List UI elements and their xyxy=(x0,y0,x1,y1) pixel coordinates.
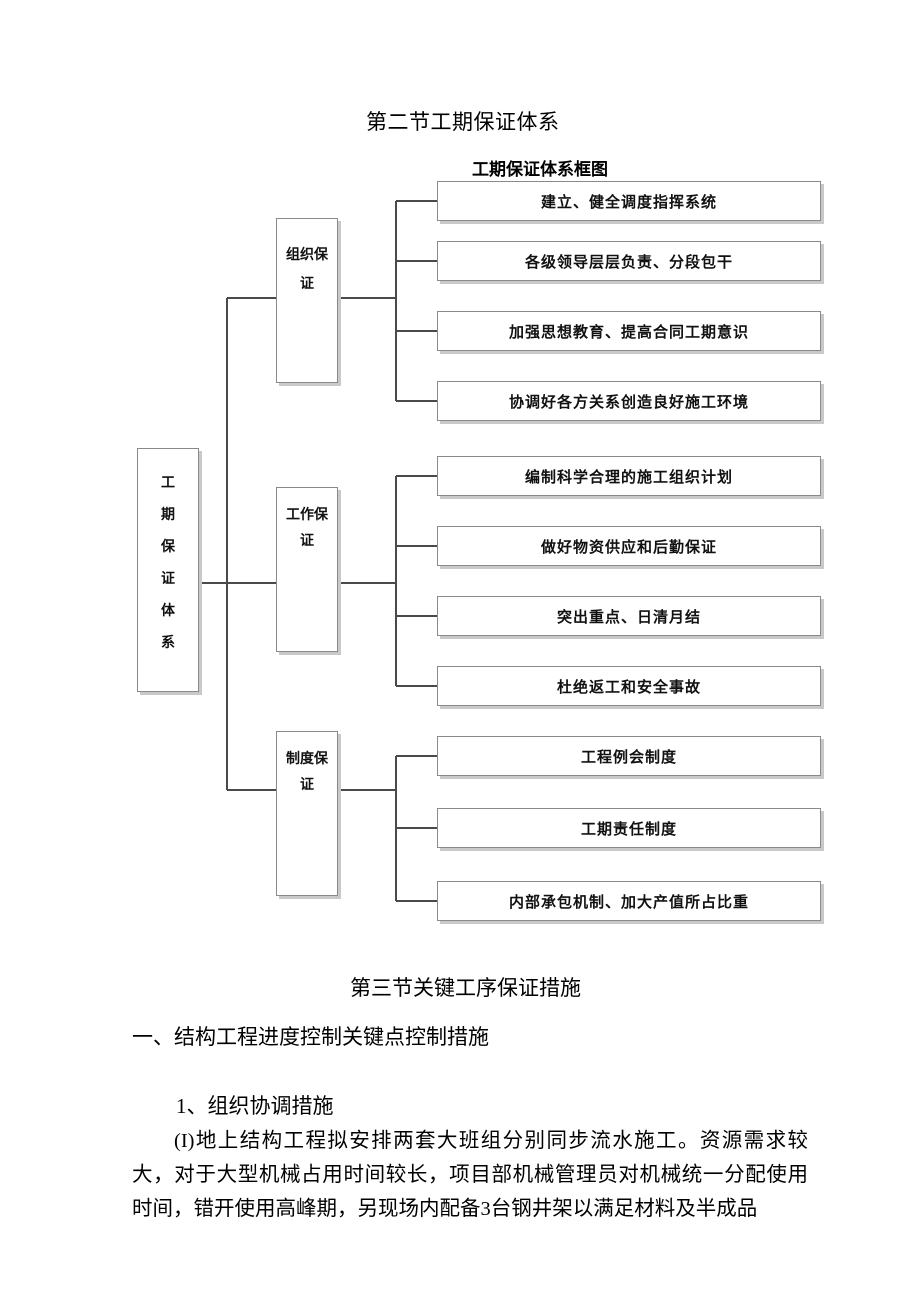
diagram-leaf-node[interactable]: 杜绝返工和安全事故 xyxy=(437,666,821,706)
diagram-leaf-node[interactable]: 编制科学合理的施工组织计划 xyxy=(437,456,821,496)
diagram-leaf-label: 协调好各方关系创造良好施工环境 xyxy=(508,392,749,411)
diagram-leaf-node[interactable]: 加强思想教育、提高合同工期意识 xyxy=(437,311,821,351)
diagram-leaf-label: 工程例会制度 xyxy=(580,747,677,766)
heading-level-2: 1、组织协调措施 xyxy=(176,1094,334,1118)
diagram-leaf-label: 建立、健全调度指挥系统 xyxy=(540,192,717,211)
diagram-root-label: 工期保证体系 xyxy=(161,475,175,651)
diagram-leaf-node[interactable]: 协调好各方关系创造良好施工环境 xyxy=(437,381,821,421)
diagram-branch-node-work[interactable]: 工作保证 xyxy=(276,487,338,652)
diagram-leaf-node[interactable]: 工期责任制度 xyxy=(437,808,821,848)
diagram-leaf-label: 杜绝返工和安全事故 xyxy=(556,677,701,696)
diagram-branch-label: 工作保证 xyxy=(286,507,328,549)
diagram-root-node[interactable]: 工期保证体系 xyxy=(137,448,199,692)
diagram-branch-label: 制度保证 xyxy=(286,751,328,793)
diagram-leaf-label: 编制科学合理的施工组织计划 xyxy=(524,467,733,486)
body-paragraph: (I)地上结构工程拟安排两套大班组分别同步流水施工。资源需求较大，对于大型机械占… xyxy=(132,1130,808,1220)
section-title-period-3: 第三节关键工序保证措施 xyxy=(350,976,581,1000)
diagram-caption: 工期保证体系框图 xyxy=(472,160,608,180)
diagram-leaf-label: 做好物资供应和后勤保证 xyxy=(540,537,717,556)
diagram-leaf-label: 各级领导层层负责、分段包干 xyxy=(524,252,733,271)
diagram-leaf-node[interactable]: 做好物资供应和后勤保证 xyxy=(437,526,821,566)
diagram-branch-label: 组织保证 xyxy=(286,247,328,292)
diagram-branch-node-organization[interactable]: 组织保证 xyxy=(276,218,338,383)
diagram-leaf-label: 加强思想教育、提高合同工期意识 xyxy=(508,322,749,341)
diagram-leaf-node[interactable]: 内部承包机制、加大产值所占比重 xyxy=(437,881,821,921)
section-title-period-2: 第二节工期保证体系 xyxy=(366,110,560,134)
diagram-leaf-node[interactable]: 各级领导层层负责、分段包干 xyxy=(437,241,821,281)
org-chart-diagram: 工期保证体系 组织保证 工作保证 制度保证 建立、健全调度指挥系统 各级领导层层… xyxy=(137,181,821,921)
diagram-leaf-label: 工期责任制度 xyxy=(580,819,677,838)
heading-level-1: 一、结构工程进度控制关键点控制措施 xyxy=(132,1025,489,1049)
connector-lines xyxy=(199,200,437,902)
diagram-branch-node-system[interactable]: 制度保证 xyxy=(276,731,338,896)
diagram-leaf-node[interactable]: 突出重点、日清月结 xyxy=(437,596,821,636)
diagram-leaf-node[interactable]: 建立、健全调度指挥系统 xyxy=(437,181,821,221)
diagram-leaf-node[interactable]: 工程例会制度 xyxy=(437,736,821,776)
diagram-leaf-label: 突出重点、日清月结 xyxy=(556,607,701,626)
diagram-leaf-label: 内部承包机制、加大产值所占比重 xyxy=(508,892,749,911)
